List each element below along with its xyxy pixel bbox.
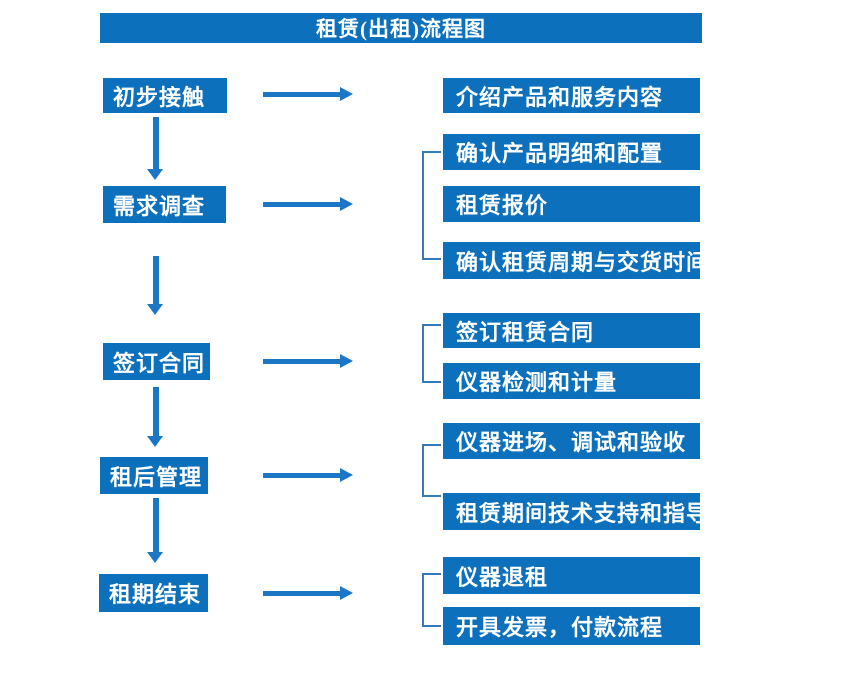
- down-arrow: [147, 117, 164, 180]
- detail-box-confirm-period-delivery: 确认租赁周期与交货时间: [443, 242, 708, 279]
- step-box-post-rental-management: 租后管理: [100, 457, 208, 494]
- group-bracket: [422, 573, 441, 627]
- down-arrow: [147, 256, 164, 315]
- right-arrow: [263, 586, 353, 600]
- detail-box-instrument-testing: 仪器检测和计量: [443, 363, 700, 399]
- flowchart-title: 租赁(出租)流程图: [100, 13, 702, 43]
- step-box-initial-contact: 初步接触: [103, 78, 227, 113]
- step-box-demand-survey: 需求调查: [103, 186, 226, 223]
- detail-box-sign-rental-contract: 签订租赁合同: [443, 313, 700, 348]
- down-arrow: [147, 498, 164, 563]
- group-bracket: [422, 444, 441, 497]
- right-arrow: [263, 197, 353, 211]
- group-bracket: [422, 324, 441, 383]
- right-arrow: [263, 87, 353, 101]
- detail-box-instrument-entry-acceptance: 仪器进场、调试和验收: [443, 423, 700, 459]
- step-box-sign-contract: 签订合同: [103, 343, 210, 380]
- detail-box-tech-support: 租赁期间技术支持和指导: [443, 493, 708, 530]
- detail-box-intro-services: 介绍产品和服务内容: [443, 78, 700, 113]
- down-arrow: [147, 387, 164, 447]
- right-arrow: [263, 468, 353, 482]
- detail-box-invoice-payment: 开具发票，付款流程: [443, 607, 700, 645]
- group-bracket: [422, 151, 441, 260]
- detail-box-confirm-config: 确认产品明细和配置: [443, 134, 700, 170]
- detail-box-rental-quote: 租赁报价: [443, 186, 700, 222]
- right-arrow: [263, 354, 353, 368]
- detail-box-instrument-return: 仪器退租: [443, 557, 700, 594]
- step-box-rental-end: 租期结束: [99, 574, 208, 612]
